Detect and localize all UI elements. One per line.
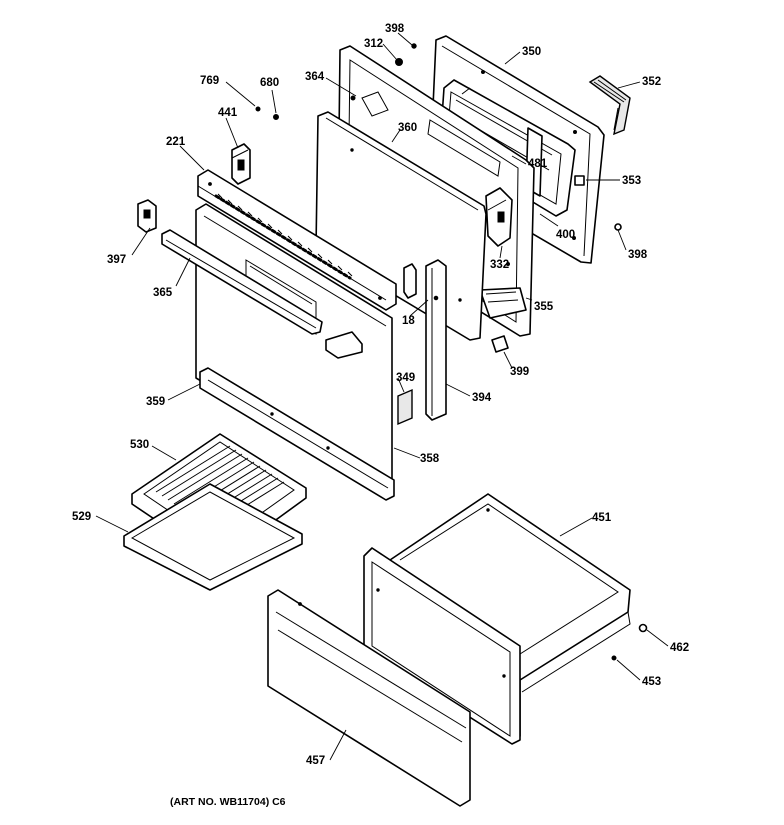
screw-312 xyxy=(395,58,403,66)
callout-399: 399 xyxy=(510,366,529,378)
callout-labels: 398 312 350 769 680 364 352 441 360 221 … xyxy=(72,23,689,767)
callout-359: 359 xyxy=(146,396,165,408)
door-gasket-352 xyxy=(588,75,631,136)
callout-529: 529 xyxy=(72,511,91,523)
callout-462: 462 xyxy=(670,642,689,654)
callout-355: 355 xyxy=(534,301,554,313)
screw-398-top xyxy=(411,43,417,49)
callout-394: 394 xyxy=(472,392,492,404)
callout-397: 397 xyxy=(107,254,126,266)
callout-221: 221 xyxy=(166,136,186,148)
callout-481: 481 xyxy=(528,158,548,170)
bracket-397 xyxy=(137,199,157,233)
callout-358: 358 xyxy=(420,453,440,465)
screw-398-right xyxy=(614,223,622,231)
callout-352: 352 xyxy=(642,76,661,88)
door-trim-394 xyxy=(403,259,447,421)
callout-769: 769 xyxy=(200,75,219,87)
callout-398-right: 398 xyxy=(628,249,648,261)
small-hardware xyxy=(255,43,648,661)
roller-462 xyxy=(638,623,648,633)
callout-353: 353 xyxy=(622,175,641,187)
spacer-399 xyxy=(491,335,509,353)
hinge-bracket-441 xyxy=(231,143,251,185)
callout-332: 332 xyxy=(490,259,509,271)
broiler-pan-529 xyxy=(123,483,303,591)
door-handle-365 xyxy=(161,229,323,335)
callout-451: 451 xyxy=(592,512,612,524)
callout-441: 441 xyxy=(218,107,238,119)
callout-350: 350 xyxy=(522,46,541,58)
callout-457: 457 xyxy=(306,755,325,767)
callout-364: 364 xyxy=(305,71,325,83)
door-hinge-332 xyxy=(485,187,513,247)
clip-353 xyxy=(574,175,585,186)
callout-453: 453 xyxy=(642,676,661,688)
callout-312: 312 xyxy=(364,38,383,50)
callout-18: 18 xyxy=(402,315,415,327)
callout-365: 365 xyxy=(153,287,173,299)
art-number: (ART NO. WB11704) C6 xyxy=(170,796,286,808)
callout-398-top: 398 xyxy=(385,23,405,35)
callout-349: 349 xyxy=(396,372,415,384)
screw-680 xyxy=(273,114,279,120)
callout-680: 680 xyxy=(260,77,279,89)
screw-453 xyxy=(611,655,617,661)
callout-530: 530 xyxy=(130,439,149,451)
drawer-front-panel-457 xyxy=(267,589,471,807)
callout-360: 360 xyxy=(398,122,417,134)
leader-lines xyxy=(95,32,669,761)
callout-400: 400 xyxy=(556,229,575,241)
screw-769 xyxy=(255,106,261,112)
